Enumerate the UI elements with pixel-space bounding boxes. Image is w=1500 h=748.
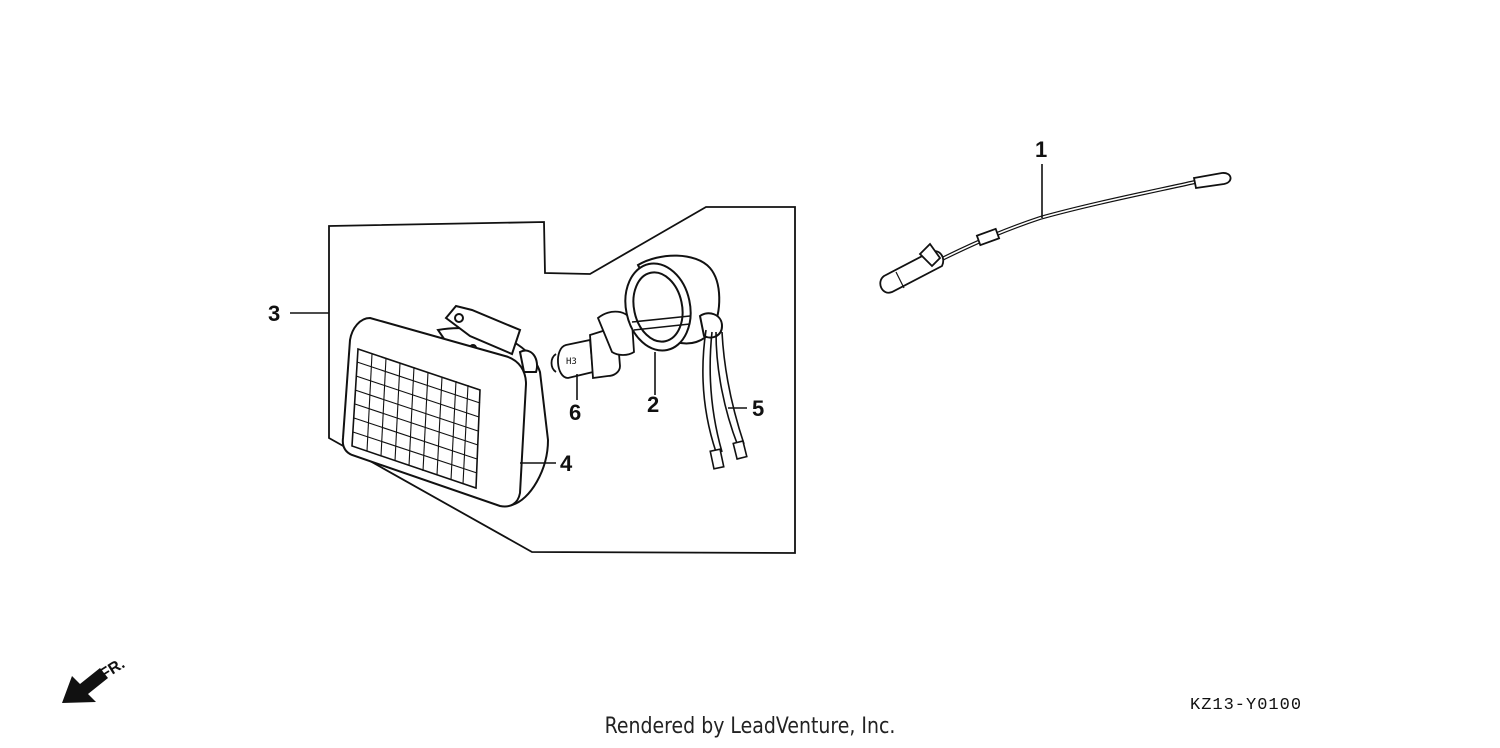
callout-5: 5 (752, 396, 764, 421)
cord-end-terminal (1192, 172, 1232, 190)
bulb: H3 (550, 310, 635, 380)
cover-tube (633, 323, 691, 331)
callout-2: 2 (647, 392, 659, 417)
lens-grid (352, 353, 481, 485)
callout-4: 4 (560, 451, 573, 476)
footer-credit: Rendered by LeadVenture, Inc. (604, 714, 896, 739)
headlight-unit (341, 304, 550, 508)
cord-sleeve (975, 227, 1001, 247)
wire-terminal (709, 448, 725, 470)
callout-leaders (290, 164, 1043, 464)
cord-line (935, 180, 1196, 264)
socket-cover (624, 254, 724, 352)
bracket-hole (454, 313, 464, 323)
diagram-code: KZ13-Y0100 (1190, 696, 1302, 715)
cord-line-inner (935, 181, 1196, 263)
socket-wires (702, 329, 748, 470)
bulb-marking: H3 (566, 357, 577, 367)
bulb-tip (550, 353, 557, 373)
wire-terminal (732, 440, 748, 460)
callout-3: 3 (268, 301, 280, 326)
front-direction-arrow-icon: FR. (62, 655, 128, 703)
assembly-outline (328, 206, 796, 554)
mounting-bracket (444, 304, 522, 356)
connector-tab (918, 242, 942, 268)
cover-inner (632, 271, 684, 343)
sub-cord (879, 172, 1232, 294)
bulb-flange (596, 310, 635, 356)
cover-tube (631, 315, 691, 323)
socket-nub (518, 349, 538, 373)
callout-1: 1 (1035, 137, 1047, 162)
bulb-glass (557, 338, 594, 379)
grommet (698, 312, 724, 339)
callout-6: 6 (569, 400, 581, 425)
headlight-lens (351, 347, 481, 490)
